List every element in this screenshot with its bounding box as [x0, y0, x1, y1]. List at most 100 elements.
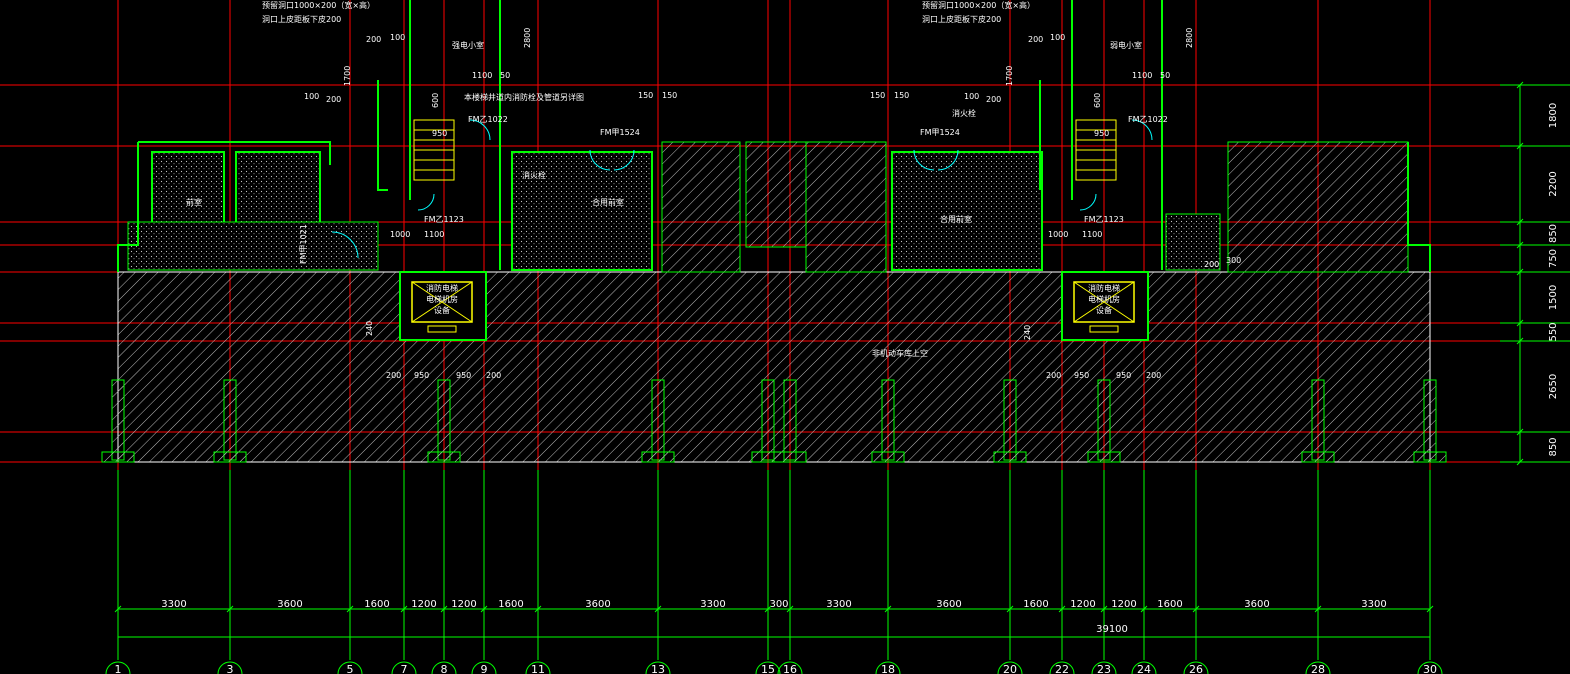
axis-bubble	[1183, 661, 1209, 674]
axis-bubble-label: 3	[227, 663, 234, 674]
column-pier	[1097, 379, 1111, 461]
total-dimension: 39100	[1096, 624, 1128, 635]
dotted-room-5	[891, 151, 1043, 271]
dim-tick	[114, 605, 122, 613]
room-label-b: 合用前室	[592, 197, 624, 207]
axis-bubble	[997, 661, 1023, 674]
axis-bubble-label: 28	[1311, 663, 1325, 674]
column-pier	[651, 379, 665, 461]
dim-200-d: 200	[986, 95, 1001, 104]
long-note: 本楼梯井道内消防栓及管道另详图	[464, 92, 584, 102]
column-footing	[1087, 451, 1121, 463]
bottom-dim-label: 1200	[451, 599, 476, 610]
dim-200-e: 200	[386, 371, 401, 380]
dim-tick	[1100, 605, 1108, 613]
dim-950-f: 950	[1116, 371, 1131, 380]
dim-50-left: 50	[500, 71, 510, 80]
dotted-rooms	[127, 151, 1221, 271]
elevator-left-label-3: 设备	[434, 305, 450, 315]
dim-100-b: 100	[390, 33, 405, 42]
wall-outlines	[117, 0, 1431, 272]
right-dim-tick	[1516, 218, 1524, 226]
fire-box-label-left: 消火栓	[522, 170, 546, 180]
column-footing	[427, 451, 461, 463]
dim-200-h: 200	[1146, 371, 1161, 380]
right-door-label-1: FM甲1524	[920, 128, 960, 137]
door-swing-4	[913, 149, 935, 171]
elevator-left[interactable]: 消防电梯 电梯机房 设备	[399, 271, 487, 341]
elevator-right[interactable]: 消防电梯 电梯机房 设备	[1061, 271, 1149, 341]
hatched-block-shaft-a	[745, 141, 807, 248]
left-door-label-1: FM乙1022	[468, 115, 508, 124]
dim-tick	[226, 605, 234, 613]
right-dim-tick	[1516, 337, 1524, 345]
doors	[331, 119, 1153, 259]
dim-240-b: 240	[1023, 325, 1032, 340]
door-swing-6	[417, 193, 435, 211]
door-swing-8	[1079, 193, 1097, 211]
bottom-dim-label: 3600	[585, 599, 610, 610]
elevator-right-label-1: 消防电梯	[1088, 283, 1120, 293]
axis-bubble-label: 7	[401, 663, 408, 674]
column-footing	[101, 451, 135, 463]
axis-bubble	[1131, 661, 1157, 674]
right-door-label-3: FM乙1123	[1084, 215, 1124, 224]
dim-150-b: 150	[662, 91, 677, 100]
dim-150-c: 150	[870, 91, 885, 100]
left-note-2: 洞口上皮距板下皮200	[262, 14, 341, 24]
dim-tick	[346, 605, 354, 613]
axis-bubble-label: 8	[441, 663, 448, 674]
dim-100-c: 100	[1050, 33, 1065, 42]
axis-bubble	[525, 661, 551, 674]
right-dim-label: 2650	[1548, 374, 1559, 399]
dim-1000-b: 1000	[1048, 230, 1068, 239]
axis-bubble-label: 5	[347, 663, 354, 674]
elevator-left-cross-b	[411, 281, 473, 323]
right-dim-label: 550	[1548, 322, 1559, 341]
elevator-right-label-3: 设备	[1096, 305, 1112, 315]
left-room-label: 强电小室	[452, 40, 484, 50]
dim-tick	[1426, 605, 1434, 613]
door-swing-3	[613, 149, 635, 171]
right-dim-label: 2200	[1548, 171, 1559, 196]
wall-stair-left	[377, 80, 388, 191]
right-note-1: 预留洞口1000×200（宽×高）	[922, 0, 1035, 10]
dim-950-a: 950	[432, 129, 447, 138]
dotted-room-4	[511, 151, 653, 271]
axis-bubble	[1417, 661, 1443, 674]
column-pier	[881, 379, 895, 461]
bottom-dim-label: 3600	[277, 599, 302, 610]
bottom-dim-label: 3300	[700, 599, 725, 610]
bottom-dim-label: 3300	[1361, 599, 1386, 610]
door-swing-1	[331, 231, 359, 259]
axis-bubble-label: 13	[651, 663, 665, 674]
axis-bubble	[217, 661, 243, 674]
right-dim-tick	[1516, 319, 1524, 327]
dim-240-a: 240	[365, 321, 374, 336]
axis-bubble	[337, 661, 363, 674]
dim-150-d: 150	[894, 91, 909, 100]
axis-bubble-label: 1	[115, 663, 122, 674]
stair-left	[413, 119, 455, 181]
axis-bubble	[471, 661, 497, 674]
dim-600-a: 600	[431, 93, 440, 108]
hatched-block-center	[805, 141, 887, 273]
dotted-room-6	[1165, 213, 1221, 271]
right-note-2: 洞口上皮距板下皮200	[922, 14, 1001, 24]
dotted-room-3	[127, 221, 379, 271]
elevator-left-car	[411, 281, 473, 323]
dim-600-b: 600	[1093, 93, 1102, 108]
door-swing-7	[469, 119, 491, 141]
bottom-dim-label: 3300	[161, 599, 186, 610]
dim-1700-a: 1700	[343, 66, 352, 86]
axis-bubble-label: 11	[531, 663, 545, 674]
columns	[101, 379, 1447, 463]
column-pier	[437, 379, 451, 461]
axis-bubble-label: 20	[1003, 663, 1017, 674]
bottom-dim-label: 1600	[498, 599, 523, 610]
dim-1700-b: 1700	[1005, 66, 1014, 86]
right-dim-tick	[1516, 458, 1524, 466]
axis-bubble-label: 24	[1137, 663, 1151, 674]
